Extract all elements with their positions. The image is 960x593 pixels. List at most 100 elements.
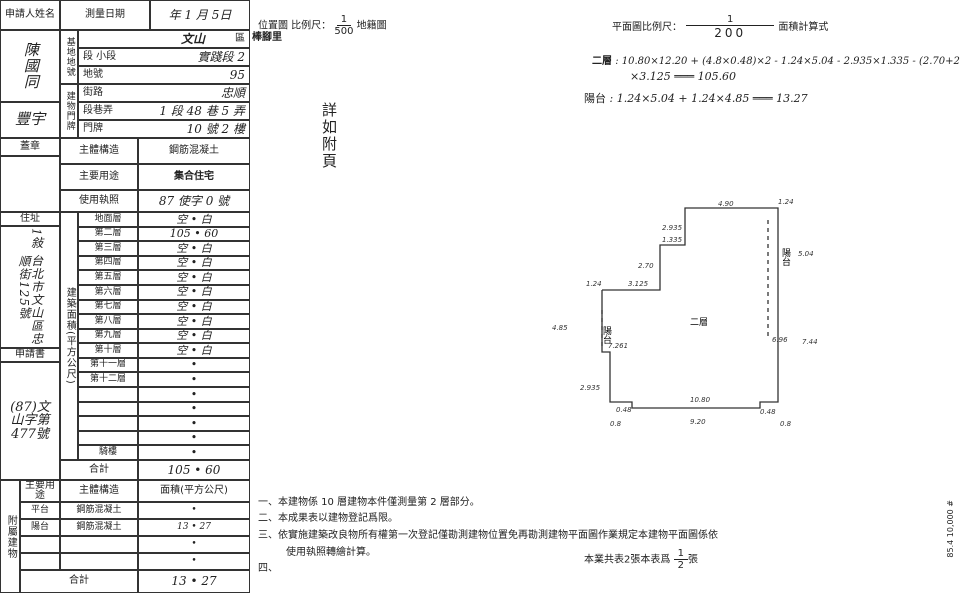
attach-area-label-text: 面積(平方公尺): [160, 484, 228, 496]
street-value: 忠順: [220, 85, 245, 100]
floor-label: 第八層: [78, 314, 138, 329]
structure-value: 鋼筋混凝土: [138, 138, 250, 164]
plan-dim: 0.8: [610, 420, 622, 428]
attach-use: [20, 553, 60, 570]
location-map-label-text: 位置圖 比例尺：: [258, 20, 332, 32]
floor-label: 第六層: [78, 284, 138, 300]
district-label: 區: [235, 32, 245, 44]
page-num: 1: [673, 548, 688, 560]
applicant-name-text: 陳國同: [21, 42, 40, 90]
street-row: 街路 忠順: [78, 84, 250, 102]
plan-dim: 0.48: [760, 408, 776, 416]
floor-value: 105 • 60: [138, 226, 250, 242]
plan-dim: 10.80: [690, 396, 711, 404]
plan-dim: 1.335: [662, 236, 683, 244]
plan-dim: 3.125: [628, 280, 649, 288]
applicant-name: 陳國同: [0, 30, 60, 102]
application-value-text: (87)文山字第477號: [10, 399, 50, 442]
floor-value: 空 • 白: [138, 212, 250, 227]
calc-line-2-text: ×3.125 ═══ 105.60: [630, 70, 737, 83]
calc-line-2: ×3.125 ═══ 105.60: [630, 70, 736, 83]
area-group-label: 建築面積(平方公尺): [60, 212, 78, 460]
seal-label: 蓋章: [0, 138, 60, 156]
note-3: 三、依實施建築改良物所有權第一次登記僅勘測建物位置免再勘測建物平面圖作業規定本建…: [258, 526, 718, 541]
plan-dim: 1.24: [586, 280, 602, 288]
attach-area: •: [138, 553, 250, 570]
cadastral-label: 地籍圖: [356, 20, 387, 32]
use-value: 集合住宅: [138, 164, 250, 190]
attach-struct: [60, 536, 138, 553]
floor-value: 空 • 白: [138, 284, 250, 300]
note-4: 四、: [258, 559, 278, 574]
calc-line-3-label: 陽台: [584, 92, 606, 105]
street-label: 街路: [83, 86, 103, 98]
permit-value-text: 87 使字 0 號: [158, 193, 230, 208]
note-3-text: 三、依實施建築改良物所有權第一次登記僅勘測建物位置免再勘測建物平面圖作業規定本建…: [258, 530, 718, 541]
door-value: 10 號 2 樓: [186, 121, 245, 136]
location-scale-den: 500: [334, 26, 354, 37]
floor-label: 第五層: [78, 270, 138, 285]
applicant-label: 申請人姓名: [0, 0, 60, 30]
plan-balcony-left: 陽台: [601, 326, 612, 345]
note-2-text: 二、本成果表以建物登記爲限。: [258, 513, 398, 524]
district-value: 文山: [180, 31, 205, 46]
attach-area: 13 • 27: [138, 519, 250, 536]
floor-label: 騎樓: [78, 445, 138, 460]
attach-area: •: [138, 502, 250, 519]
plan-dim: 2.935: [662, 224, 683, 232]
floor-label: [78, 401, 138, 417]
calc-line-3: 陽台 : 1.24×5.04 + 1.24×4.85 ═══ 13.27: [584, 90, 808, 106]
page-count-text: 本業共表2張本表爲: [584, 554, 671, 566]
structure-value-text: 鋼筋混凝土: [169, 144, 219, 156]
floor-value: •: [138, 416, 250, 431]
plan-dim: 9.20: [690, 418, 706, 426]
attach-label: 附屬建物: [0, 480, 20, 593]
address-label: 住址: [0, 212, 60, 226]
floor-value: •: [138, 357, 250, 373]
plan-floor-label: 二層: [690, 317, 708, 328]
calc-line-1-label: 二層: [592, 56, 612, 67]
attach-struct: 鋼筋混凝土: [60, 519, 138, 536]
attach-area-label: 面積(平方公尺): [138, 480, 250, 502]
floor-value: •: [138, 387, 250, 402]
attach-use: 平台: [20, 502, 60, 519]
structure-label: 主體構造: [60, 138, 138, 164]
structure-label-text: 主體構造: [79, 144, 119, 156]
floor-value: 空 • 白: [138, 255, 250, 271]
seal-label-text: 蓋章: [20, 140, 40, 152]
plan-dim: 4.85: [552, 324, 568, 332]
application-value: (87)文山字第477號: [0, 362, 60, 480]
attach-struct: 鋼筋混凝土: [60, 502, 138, 519]
building-label-text: 建物門牌: [64, 91, 75, 131]
plan-balcony-right: 陽台: [780, 248, 791, 267]
floor-value: •: [138, 430, 250, 446]
total-value: 105 • 60: [138, 460, 250, 480]
plan-dim: 0.8: [780, 420, 792, 428]
attach-total-value: 13 • 27: [138, 570, 250, 593]
section-row: 段 小段實踐段 2: [78, 48, 250, 66]
floor-label: [78, 430, 138, 446]
lane-value: 1 段 48 巷 5 弄: [159, 103, 245, 118]
attach-use-label: 主要用途: [20, 480, 60, 502]
agent-name-text: 豐宇: [14, 110, 45, 129]
plan-dim: 2.70: [638, 262, 654, 270]
floor-label: 第三層: [78, 241, 138, 256]
location-scale-num: 1: [336, 14, 352, 26]
floor-value: 空 • 白: [138, 241, 250, 256]
address-label-text: 住址: [20, 212, 40, 224]
survey-date-label: 測量日期: [60, 0, 150, 30]
page-den: 2: [677, 560, 684, 571]
floor-label: [78, 387, 138, 402]
area-calc-label: 面積計算式: [778, 22, 829, 33]
floor-label: 第七層: [78, 299, 138, 315]
application-label-text: 申請書: [15, 348, 45, 360]
attach-total-label-text: 合計: [69, 575, 89, 587]
area-group-label-text: 建築面積(平方公尺): [64, 287, 76, 385]
attach-struct-label-text: 主體構造: [79, 484, 119, 496]
